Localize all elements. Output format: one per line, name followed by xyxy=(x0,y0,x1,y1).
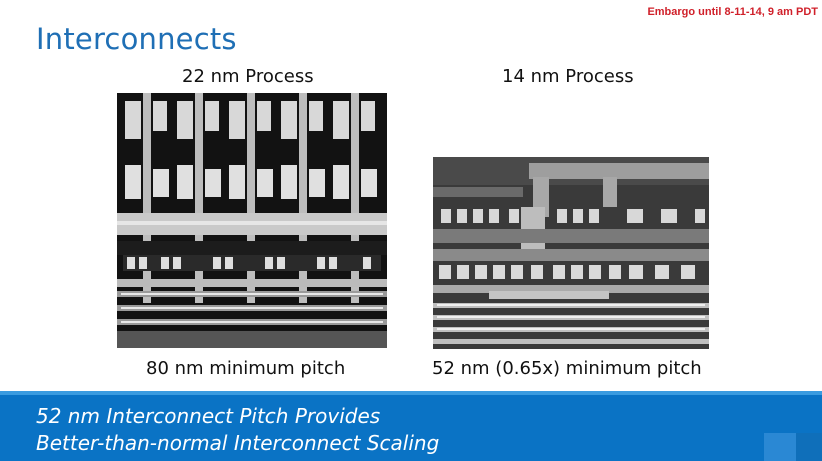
footer-line-1: 52 nm Interconnect Pitch Provides xyxy=(36,404,381,428)
embargo-notice: Embargo until 8-11-14, 9 am PDT xyxy=(647,6,818,18)
micrograph-14nm xyxy=(433,157,709,349)
footer-banner: 52 nm Interconnect Pitch Provides Better… xyxy=(0,391,822,461)
slide-title: Interconnects xyxy=(36,22,237,56)
footer-stripe xyxy=(0,391,822,395)
process-label-14nm: 14 nm Process xyxy=(502,66,634,87)
micrograph-22nm xyxy=(117,93,387,348)
footer-line-2: Better-than-normal Interconnect Scaling xyxy=(36,431,440,455)
pitch-label-22nm: 80 nm minimum pitch xyxy=(146,358,346,379)
pitch-label-14nm: 52 nm (0.65x) minimum pitch xyxy=(432,358,702,379)
process-label-22nm: 22 nm Process xyxy=(182,66,314,87)
footer-decor-square-inner xyxy=(796,433,822,461)
